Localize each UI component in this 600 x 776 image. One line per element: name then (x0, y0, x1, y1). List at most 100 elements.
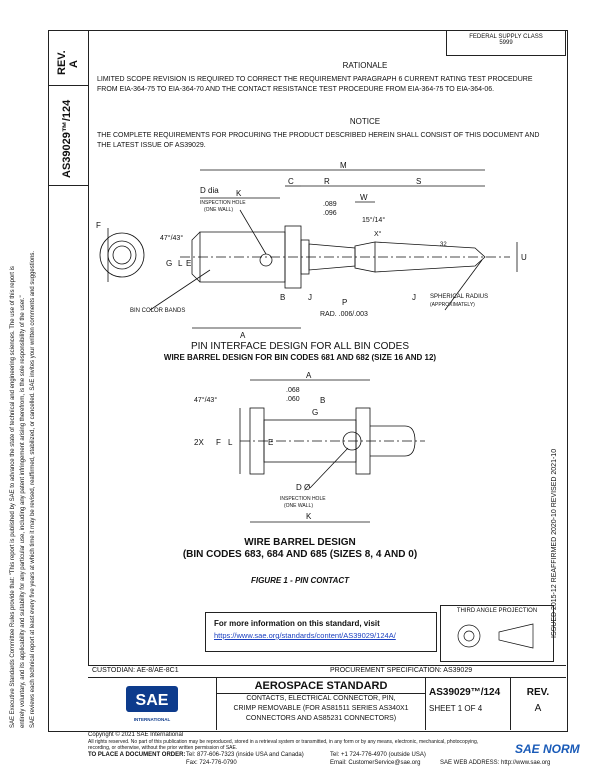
std-title-divider (216, 693, 425, 694)
dim-e-text: E (186, 259, 191, 268)
projection-symbol (457, 623, 534, 649)
pin-caption-2: WIRE BARREL DESIGN FOR BIN CODES 681 AND… (163, 353, 437, 362)
titleblock-top-divider (88, 665, 566, 666)
footer-rights-2: recording, or otherwise, without the pri… (88, 745, 238, 751)
left-rev-label: REV. (56, 50, 68, 75)
barrel-dim-2x-text: 2X (194, 438, 204, 447)
pin-contact-drawing: M K C R S W D dia INSPECTION HOLE (ONE W… (96, 161, 527, 340)
rationale-heading: RATIONALE (342, 61, 388, 70)
sae-logo-text: SAE (136, 692, 169, 709)
desc-line-3: CONNECTORS AND AS85231 CONNECTORS) (245, 715, 397, 722)
barrel-dim-068-text: .068 (286, 387, 300, 394)
dim-s-text: S (416, 177, 421, 186)
rationale-body: LIMITED SCOPE REVISION IS REQUIRED TO CO… (97, 76, 533, 93)
left-doc-number: AS39029™/124 (61, 99, 73, 178)
projection-label: THIRD ANGLE PROJECTION (456, 608, 538, 614)
barrel-dim-a-text: A (306, 371, 312, 380)
titleblock-doc-number: AS39029™/124 (429, 687, 501, 698)
side-note-2: entirely voluntary, and its applicabilit… (20, 295, 26, 728)
dim-j2-text: J (412, 293, 416, 302)
pin-end-view-core (112, 245, 132, 265)
dim-g-text: G (166, 259, 172, 268)
pin-barrel-chamfer (191, 231, 201, 283)
barrel-dim-k-text: K (306, 512, 312, 521)
left-column-divider (88, 30, 89, 665)
sae-logo-mark: SAE (126, 686, 178, 712)
standard-title: AEROSPACE STANDARD (254, 680, 388, 692)
left-rev-divider (48, 85, 88, 86)
fsc-stamp: FEDERAL SUPPLY CLASS 5999 (446, 30, 566, 56)
sheet-frame (48, 30, 568, 732)
fsc-line2: 5999 (499, 40, 513, 46)
barrel-dim-f-text: F (216, 438, 221, 447)
barrel-inspection-hole-text: INSPECTION HOLE (280, 496, 326, 502)
barrel-dim-d-text: D Ø (296, 483, 310, 492)
footer-tel-1: Tel: 877-606-7323 (inside USA and Canada… (186, 752, 304, 758)
notice-heading: NOTICE (349, 117, 381, 126)
barrel-one-wall-text: (ONE WALL) (284, 503, 313, 509)
titleblock-rev-label: REV. (526, 687, 550, 698)
sae-logo-sub: INTERNATIONAL (133, 717, 171, 722)
barrel-hole-leader (309, 447, 349, 489)
info-link[interactable]: https://www.sae.org/standards/content/AS… (214, 631, 396, 640)
approximately-text: (APPROXIMATELY) (430, 302, 475, 308)
dim-089-text: .089 (323, 201, 337, 208)
dim-f-text: F (96, 221, 101, 230)
barrel-dim-e-text: E (268, 438, 273, 447)
dim-096-text: .096 (323, 210, 337, 217)
footer-tel-2: Tel: +1 724-776-4970 (outside USA) (330, 752, 426, 758)
titleblock-mid-divider (88, 677, 566, 678)
procurement-text: PROCUREMENT SPECIFICATION: AS39029 (330, 667, 473, 674)
spherical-radius-text: SPHERICAL RADIUS (430, 294, 488, 300)
pin-end-view-outer (99, 232, 145, 278)
one-wall-text: (ONE WALL) (204, 207, 233, 213)
dim-b-text: B (280, 293, 285, 302)
dim-k-text: K (236, 189, 242, 198)
pin-tip (374, 241, 486, 273)
footer-copyright: Copyright © 2021 SAE International (88, 732, 184, 738)
barrel-dim-l-text: L (228, 438, 233, 447)
side-note-3: SAE reviews each technical report at lea… (30, 250, 36, 728)
barrel-angle-text: 47°/43° (194, 396, 217, 404)
left-rev-value: A (68, 60, 80, 68)
barrel-dim-b-text: B (320, 396, 325, 405)
left-docnum-divider (48, 185, 88, 186)
barrel-caption-1: WIRE BARREL DESIGN (244, 537, 356, 548)
sheet-number: SHEET 1 OF 4 (429, 704, 483, 713)
bin-color-bands-text: BIN COLOR BANDS (130, 308, 185, 314)
barrel-caption-2: (BIN CODES 683, 684 AND 685 (SIZES 8, 4 … (182, 549, 418, 560)
custodian-text: CUSTODIAN: AE-8/AE-8C1 (92, 667, 179, 674)
barrel-dim-060-text: .060 (286, 396, 300, 403)
pin-inspection-hole (259, 253, 273, 267)
projection-box: THIRD ANGLE PROJECTION (440, 605, 554, 662)
dim-u-text: U (521, 253, 527, 262)
bin-bands-leader (149, 269, 211, 311)
dim-a-text: A (240, 331, 246, 340)
dim-p-text: P (342, 298, 347, 307)
footer-web[interactable]: SAE WEB ADDRESS: http://www.sae.org (440, 760, 551, 766)
angle-47-text: 47°/43° (160, 234, 183, 242)
dim-l-text: L (178, 259, 183, 268)
watermark-text: SAE NORM (515, 742, 580, 756)
notice-body: THE COMPLETE REQUIREMENTS FOR PROCURING … (97, 132, 540, 149)
dim-c-text: C (288, 177, 294, 186)
side-note-1: SAE Executive Standards Committee Rules … (10, 266, 16, 728)
inspection-hole-leader (239, 209, 267, 255)
titleblock-rev-value: A (534, 703, 542, 714)
fsc-line1: FEDERAL SUPPLY CLASS (469, 34, 543, 40)
desc-line-1: CONTACTS, ELECTRICAL CONNECTOR, PIN, (246, 695, 396, 702)
rad-text: RAD. .006/.003 (320, 311, 368, 318)
dim-r-text: R (324, 177, 330, 186)
spherical-radius-leader (444, 259, 483, 311)
footer-fax: Fax: 724-776-0790 (186, 760, 237, 766)
barrel-dim-g-text: G (312, 408, 318, 417)
info-callout: For more information on this standard, v… (205, 612, 437, 652)
angle-x-text: X° (374, 230, 382, 238)
dim-w-text: W (360, 193, 368, 202)
dim-d-text: D dia (200, 186, 219, 195)
inspection-hole-text: INSPECTION HOLE (200, 200, 246, 206)
dim-j1-text: J (308, 293, 312, 302)
figure-caption: FIGURE 1 - PIN CONTACT (250, 576, 350, 585)
titleblock-doc-divider (425, 677, 426, 730)
footer-order-label: TO PLACE A DOCUMENT ORDER: (88, 752, 186, 758)
